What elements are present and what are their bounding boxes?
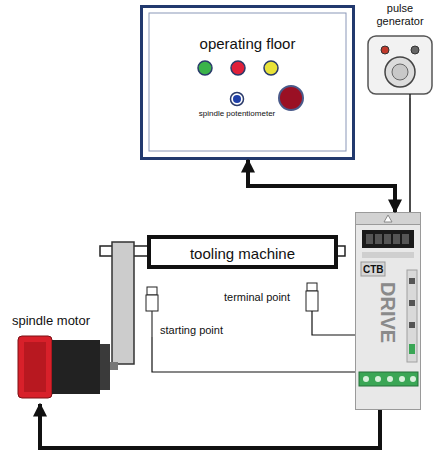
connector <box>40 404 380 448</box>
display-digit <box>366 234 373 244</box>
terminal-screw <box>375 376 381 382</box>
display-digit <box>393 234 400 244</box>
terminal-screw <box>410 376 416 382</box>
yellow-button <box>264 61 278 75</box>
terminal-screw <box>399 376 405 382</box>
drive-housing <box>356 213 421 410</box>
motor-cap-shade <box>24 342 46 392</box>
pulse-button <box>411 46 419 54</box>
motor-shaft <box>110 362 118 370</box>
starting-sensor <box>146 295 158 311</box>
node-text: CTB <box>363 264 384 276</box>
display-digit <box>384 234 391 244</box>
belt-drive <box>112 242 134 364</box>
pulse-knob <box>385 57 415 87</box>
drive-display <box>362 230 414 248</box>
sensor-box: starting point <box>144 287 244 337</box>
connector <box>152 337 355 372</box>
motor-flange <box>100 344 110 390</box>
node-text: tooling machine <box>151 245 334 262</box>
drive-cap <box>356 213 421 225</box>
drive-led <box>409 300 415 306</box>
drive-led <box>409 344 415 354</box>
motor-end-cap <box>18 336 52 398</box>
sensor-nut <box>307 283 317 291</box>
node-text: DRIVE <box>376 282 399 343</box>
node-text: operating floor <box>140 35 355 52</box>
connector <box>409 98 411 212</box>
drive-led <box>409 322 415 328</box>
node-text: terminal point <box>224 291 290 304</box>
motor-box: spindle motor <box>12 314 112 404</box>
cable-stub <box>409 94 411 98</box>
device-box: pulse generator <box>362 2 438 98</box>
panel-frame <box>142 7 354 159</box>
terminal-strip <box>359 372 418 386</box>
drive-keys <box>362 252 414 258</box>
spindle-potentiometer <box>233 95 241 103</box>
part-label: spindle potentiometer <box>187 109 287 118</box>
drive-led <box>409 278 415 284</box>
display-digit <box>402 234 409 244</box>
terminal-screw <box>363 376 369 382</box>
node-text: starting point <box>160 324 223 337</box>
display-digit <box>375 234 382 244</box>
sensor-box: terminal point <box>224 283 324 311</box>
machine-box: tooling machine <box>147 235 338 269</box>
drive-badge <box>361 262 385 276</box>
potentiometer-ring <box>231 93 244 106</box>
drive-box: CTB DRIVE <box>355 212 421 410</box>
pulse-generator-body <box>368 36 432 94</box>
node-text: pulse generator <box>362 2 438 27</box>
drive-cap-mark <box>384 215 392 222</box>
motor-body <box>52 340 100 394</box>
terminal-screw <box>387 376 393 382</box>
pulse-knob-center <box>392 64 408 80</box>
panel-box: operating floor <box>140 5 355 160</box>
drive-side-strip <box>407 270 417 362</box>
terminal-sensor <box>306 291 318 311</box>
connector <box>312 311 355 335</box>
node-text: spindle motor <box>12 314 90 329</box>
green-button <box>198 61 212 75</box>
sensor-wire <box>151 311 152 337</box>
panel-inner <box>149 13 346 151</box>
red-button <box>231 61 245 75</box>
emergency-button <box>279 86 303 110</box>
sensor-nut <box>147 287 157 295</box>
connector <box>248 160 395 212</box>
pulse-button <box>381 46 389 54</box>
